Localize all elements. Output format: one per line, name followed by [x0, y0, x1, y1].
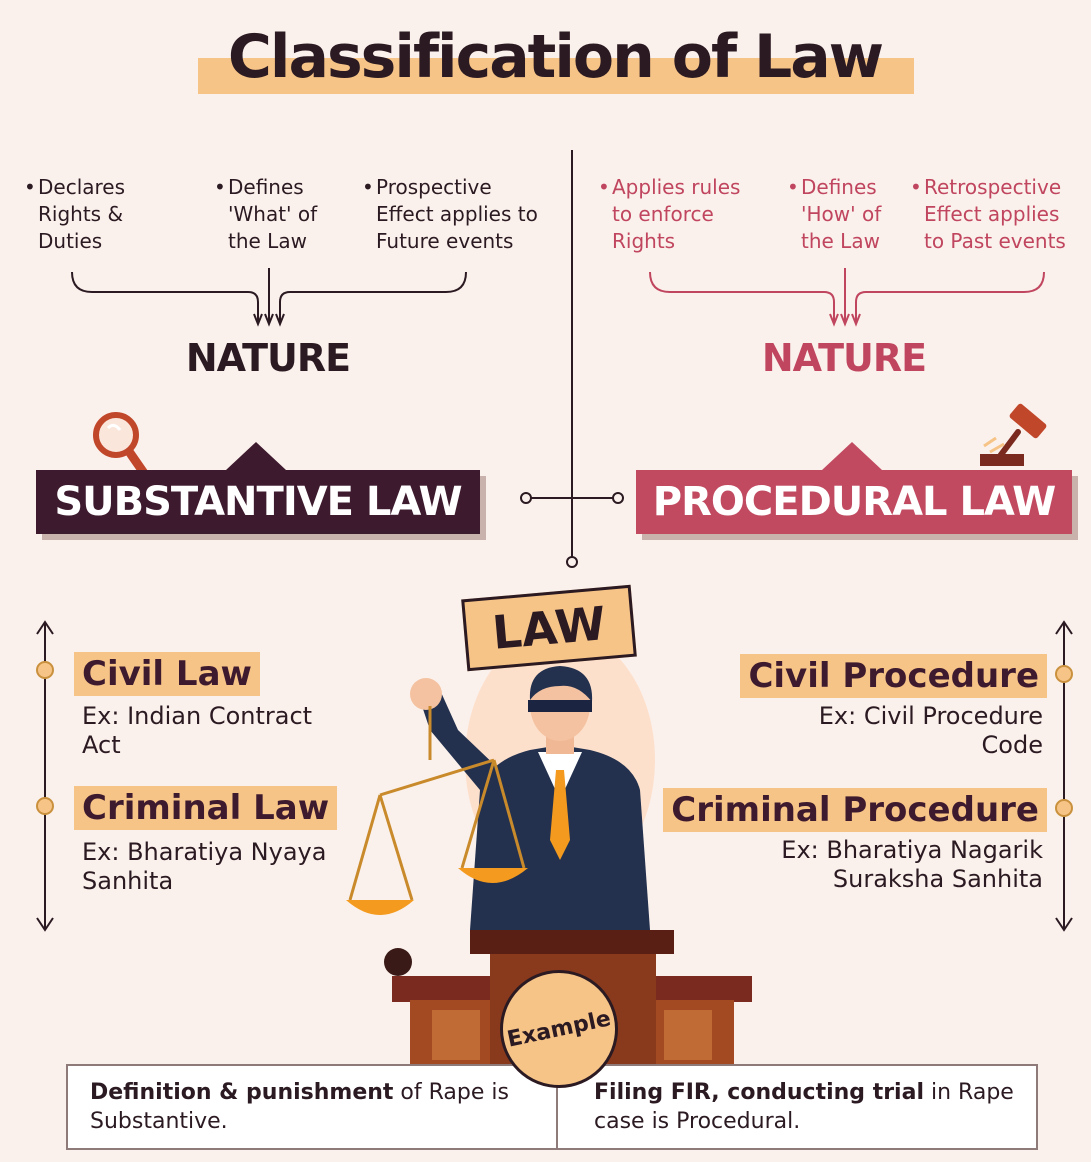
- arrow-up-icon: [36, 620, 54, 635]
- criminal-procedure-example: Ex: Bharatiya Nagarik Suraksha Sanhita: [781, 836, 1043, 893]
- criminal-procedure-item: Criminal Procedure: [663, 788, 1047, 832]
- left-brace: [71, 268, 467, 327]
- civil-law-item: Civil Law: [74, 652, 260, 696]
- gavel-icon: [980, 403, 1047, 466]
- civil-procedure-item: Civil Procedure: [740, 654, 1047, 698]
- category-title: Civil Procedure: [740, 654, 1047, 698]
- judge-figure: [410, 630, 655, 930]
- criminal-law-example: Ex: Bharatiya Nyaya Sanhita: [82, 838, 327, 895]
- substantive-example-text: Definition & punishment of Rape is Subst…: [90, 1080, 509, 1134]
- procedural-example-text: Filing FIR, conducting trial in Rape cas…: [594, 1080, 1014, 1134]
- page-title: Classification of Law: [227, 22, 884, 92]
- substantive-bullet-1: •Declares Rights & Duties: [24, 175, 126, 253]
- procedural-nature-label: NATURE: [761, 336, 927, 380]
- procedural-bullet-3: •Retrospective Effect applies to Past ev…: [910, 175, 1066, 253]
- right-brace: [649, 268, 1045, 327]
- civil-law-example: Ex: Indian Contract Act: [82, 702, 313, 759]
- substantive-nature-label: NATURE: [185, 336, 351, 380]
- substantive-law-heading: SUBSTANTIVE LAW: [36, 470, 480, 534]
- scales-icon: [348, 706, 526, 901]
- category-title: Criminal Procedure: [663, 788, 1047, 832]
- civil-procedure-example: Ex: Civil Procedure Code: [818, 702, 1043, 759]
- procedural-bullet-2: •Defines 'How' of the Law: [787, 175, 882, 253]
- example-box: Definition & punishment of Rape is Subst…: [66, 1064, 1038, 1150]
- criminal-law-item: Criminal Law: [74, 786, 338, 830]
- procedural-law-heading: PROCEDURAL LAW: [636, 470, 1072, 534]
- procedural-bullet-1: •Applies rules to enforce Rights: [598, 175, 741, 253]
- substantive-bullet-2: •Defines 'What' of the Law: [214, 175, 318, 253]
- arrow-down-icon: [36, 917, 54, 932]
- category-title: Civil Law: [74, 652, 260, 696]
- example-divider: [556, 1066, 558, 1148]
- substantive-bullet-3: •Prospective Effect applies to Future ev…: [362, 175, 538, 253]
- title-highlight: [198, 58, 914, 94]
- category-title: Criminal Law: [74, 786, 338, 830]
- magnifier-icon: [93, 412, 151, 481]
- law-tag: LAW: [461, 584, 637, 672]
